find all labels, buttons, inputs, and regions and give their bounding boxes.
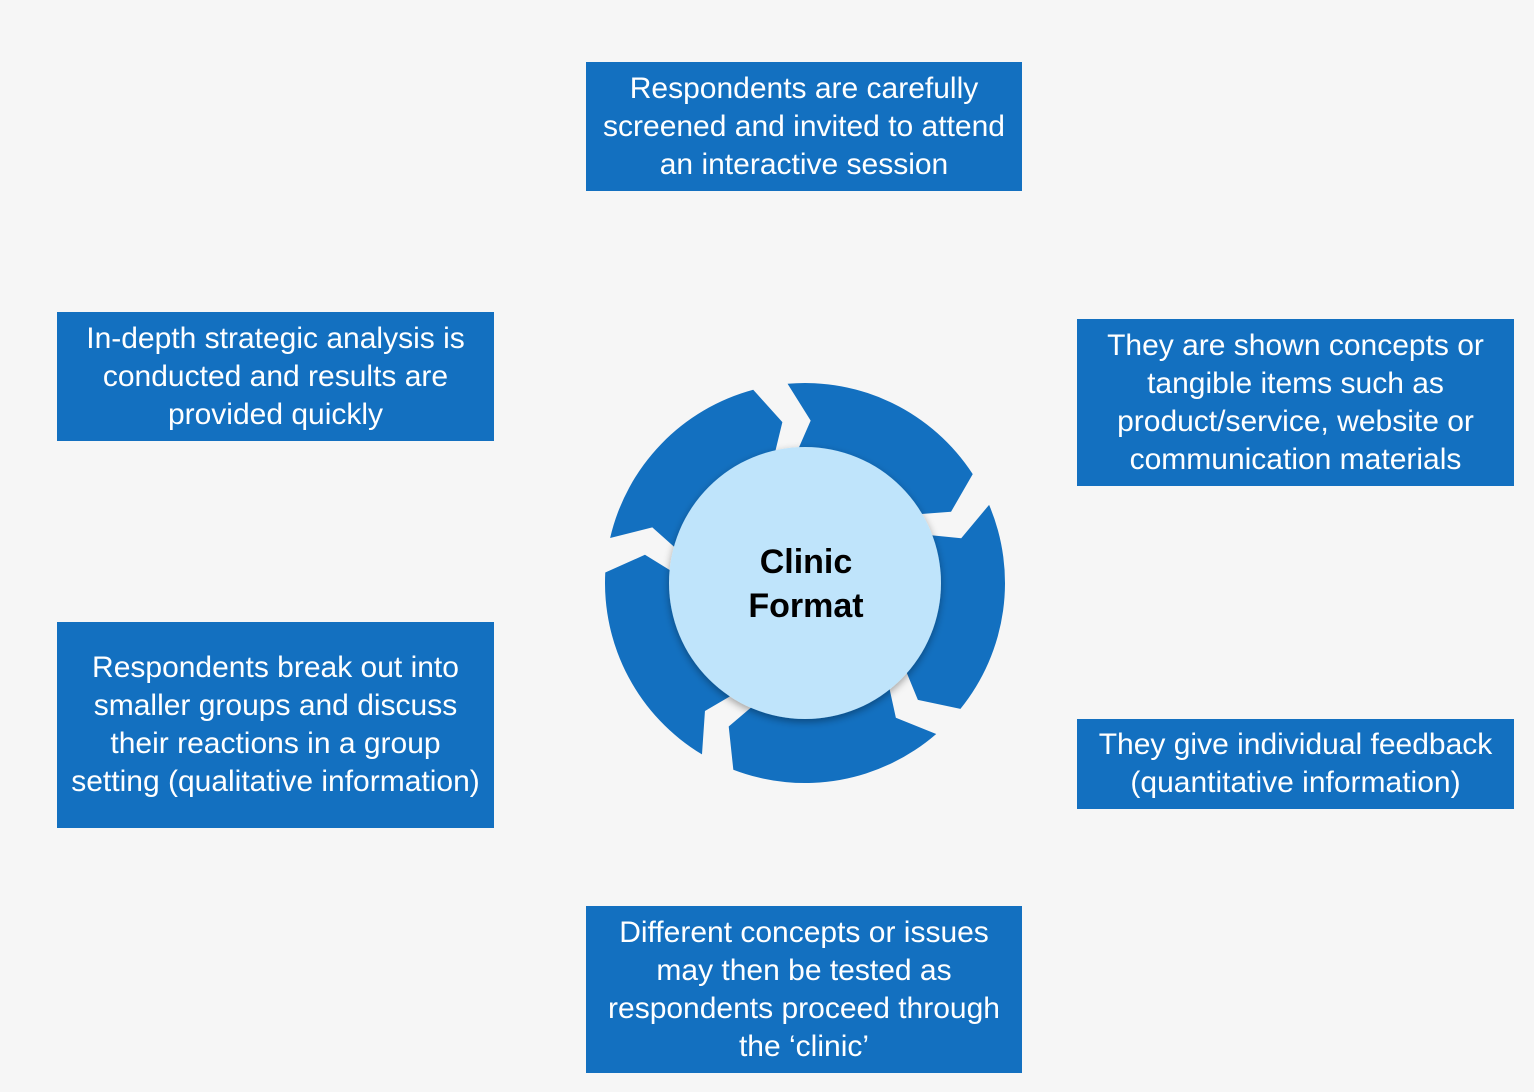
step-box-analysis: In-depth strategic analysis is conducted…	[57, 312, 494, 441]
step-box-group-discussion: Respondents break out into smaller group…	[57, 622, 494, 828]
step-box-screening: Respondents are carefully screened and i…	[586, 62, 1022, 191]
step-box-testing: Different concepts or issues may then be…	[586, 906, 1022, 1073]
step-text-screening: Respondents are carefully screened and i…	[603, 71, 1005, 181]
ring-segment-1	[787, 382, 973, 515]
step-text-analysis: In-depth strategic analysis is conducted…	[86, 321, 465, 431]
step-box-concepts-shown: They are shown concepts or tangible item…	[1077, 319, 1514, 486]
step-text-individual-feedback: They give individual feedback (quantitat…	[1098, 728, 1493, 799]
step-text-group-discussion: Respondents break out into smaller group…	[71, 651, 480, 798]
step-text-concepts-shown: They are shown concepts or tangible item…	[1107, 328, 1484, 476]
ring-segment-3	[728, 677, 937, 784]
center-circle	[669, 447, 941, 719]
step-box-individual-feedback: They give individual feedback (quantitat…	[1077, 719, 1514, 809]
cycle-ring	[604, 382, 1005, 784]
cycle-diagram	[604, 382, 1005, 784]
ring-segment-4	[604, 554, 741, 755]
step-text-testing: Different concepts or issues may then be…	[608, 915, 1000, 1063]
ring-segment-5	[610, 389, 783, 555]
